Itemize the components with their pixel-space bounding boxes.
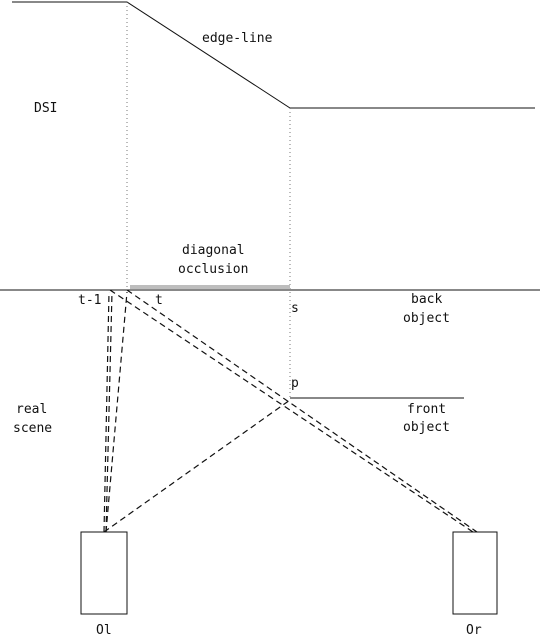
- camera-left-box: [80, 531, 128, 615]
- rays-right-camera: [109, 289, 478, 533]
- p-label: p: [291, 376, 299, 391]
- occlusion-band: [130, 285, 290, 289]
- ray-ol-t-minus-1-b: [105, 291, 113, 533]
- diagonal-occlusion-label-line1: diagonal: [182, 243, 245, 258]
- t-label: t: [155, 293, 163, 308]
- t-minus-1-label: t-1: [78, 293, 101, 308]
- edge-line-label: edge-line: [202, 31, 273, 46]
- ray-ol-p: [103, 399, 291, 533]
- back-object-label-line2: object: [403, 311, 450, 326]
- rays-left-camera: [103, 291, 291, 533]
- dsi-edge-line: [12, 1, 535, 109]
- real-scene-label-line2: scene: [13, 421, 52, 436]
- front-object-label-line2: object: [403, 420, 450, 435]
- ray-ol-t: [105, 291, 128, 533]
- ray-ol-t-minus-1-a: [103, 291, 110, 533]
- camera-left-label: Ol: [96, 623, 112, 638]
- real-scene-label-line1: real: [16, 402, 47, 417]
- camera-right-box: [452, 531, 498, 615]
- front-object-label-line1: front: [407, 402, 446, 417]
- back-object-label-line1: back: [411, 292, 442, 307]
- dsi-label: DSI: [34, 101, 57, 116]
- diagonal-occlusion-label-line2: occlusion: [178, 262, 248, 277]
- ray-or-t: [126, 289, 478, 533]
- ray-or-t-minus-1: [109, 289, 474, 533]
- s-label: s: [291, 301, 299, 316]
- camera-right-label: Or: [466, 623, 482, 638]
